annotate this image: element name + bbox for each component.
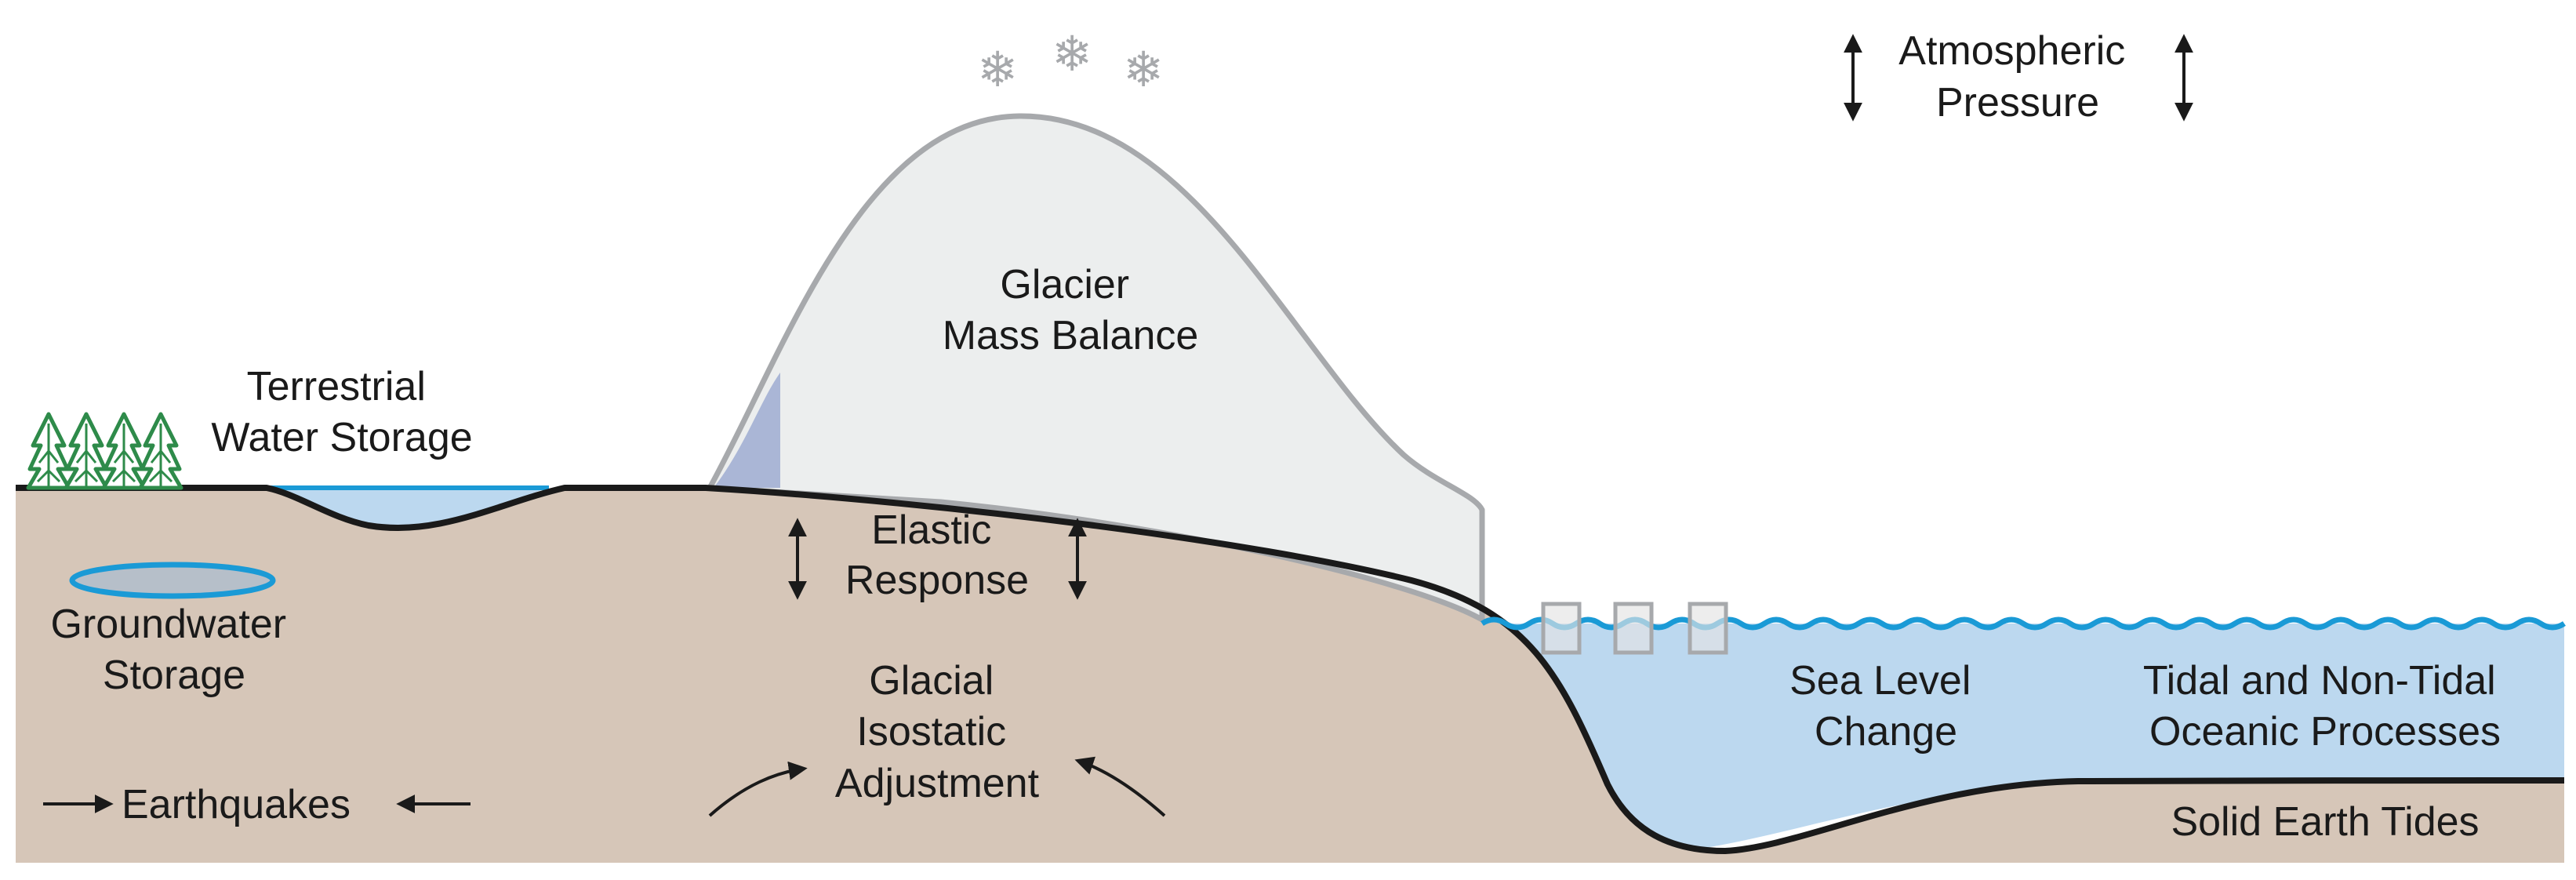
groundwater-label: Groundwater Storage	[50, 602, 297, 698]
ocean-water	[1482, 624, 2564, 851]
lake-water	[267, 488, 549, 529]
snowflake-icon: ❄	[977, 41, 1018, 98]
terrestrial-water-label: Terrestrial Water Storage	[211, 364, 472, 460]
solid-earth-tides-label: Solid Earth Tides	[2171, 799, 2479, 845]
conifer-tree-icon	[26, 412, 71, 490]
conifer-tree-icon	[101, 412, 147, 490]
earthquakes-label: Earthquakes	[122, 782, 351, 827]
atmospheric-pressure-label: Atmospheric Pressure	[1898, 28, 2136, 125]
conifer-tree-icon	[64, 412, 109, 490]
elastic-response-label: Elastic Response	[845, 507, 1029, 603]
gia-label: Glacial Isostatic Adjustment	[835, 658, 1040, 806]
glacier-label: Glacier Mass Balance	[943, 262, 1199, 358]
ground-surface-line	[16, 485, 2565, 854]
groundwater-aquifer	[69, 562, 276, 599]
snowflake-icon: ❄	[1052, 25, 1092, 82]
snowflake-icon: ❄	[1123, 41, 1164, 98]
ocean-wave-line	[1481, 616, 2566, 631]
glacier-shadow	[714, 373, 780, 488]
sea-level-label: Sea Level Change	[1789, 658, 1982, 755]
tide-gauge-box	[1613, 602, 1654, 655]
gia-arrow-right	[1074, 756, 1166, 817]
tidal-label: Tidal and Non-Tidal Oceanic Processes	[2143, 658, 2507, 755]
glacier-ice	[707, 113, 1485, 623]
ground	[16, 488, 2564, 863]
conifer-tree-icon	[138, 412, 183, 490]
gia-arrow-left	[708, 761, 808, 817]
tide-gauge-box	[1541, 602, 1582, 655]
tide-gauge-box	[1688, 602, 1728, 655]
